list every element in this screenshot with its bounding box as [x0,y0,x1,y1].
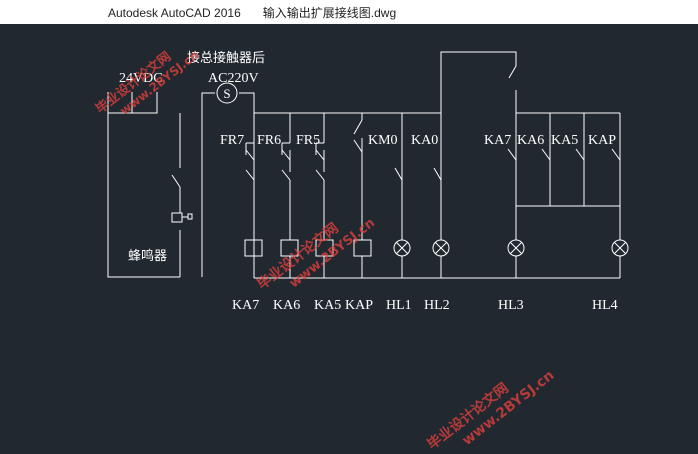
bottom-label-ka6: KA6 [273,298,300,313]
title-bar: Autodesk AutoCAD 2016 输入输出扩展接线图.dwg [0,0,698,24]
watermark-bottom: 毕业设计论文网 www.2BYSJ.cn [424,367,557,453]
bottom-label-ka5: KA5 [314,298,341,313]
bottom-label-hl4: HL4 [592,298,618,313]
bottom-label-hl3: HL3 [498,298,524,313]
supply-label: 24VDC [119,71,163,86]
top-label-km0: KM0 [368,133,398,148]
watermark-top: 毕业设计论文网 www.2BYSJ.cn [93,48,202,118]
top-label-fr6: FR6 [257,133,281,148]
switch-symbol: S [223,86,230,101]
drawing-canvas[interactable]: 24VDC 接总接触器后 AC220V S 蜂鸣器 FR7 FR6 FR5 KM… [0,24,698,454]
file-name: 输入输出扩展接线图.dwg [262,6,397,20]
app-title: Autodesk AutoCAD 2016 [108,6,241,20]
window-title: Autodesk AutoCAD 2016 输入输出扩展接线图.dwg [108,4,396,21]
top-label-fr5: FR5 [296,133,320,148]
buzzer-label: 蜂鸣器 [128,248,167,264]
bottom-label-hl1: HL1 [386,298,412,313]
circuit-lines [107,51,629,279]
bottom-label-hl2: HL2 [424,298,450,313]
top-label-ka7: KA7 [484,133,511,148]
ac-label: AC220V [208,71,259,86]
top-label-fr7: FR7 [220,133,244,148]
top-label-ka0: KA0 [411,133,438,148]
contactor-note: 接总接触器后 [187,50,265,66]
top-label-kap: KAP [588,133,616,148]
bottom-label-kap: KAP [345,298,373,313]
top-label-ka5: KA5 [551,133,578,148]
top-label-ka6: KA6 [517,133,544,148]
bottom-label-ka7: KA7 [232,298,259,313]
